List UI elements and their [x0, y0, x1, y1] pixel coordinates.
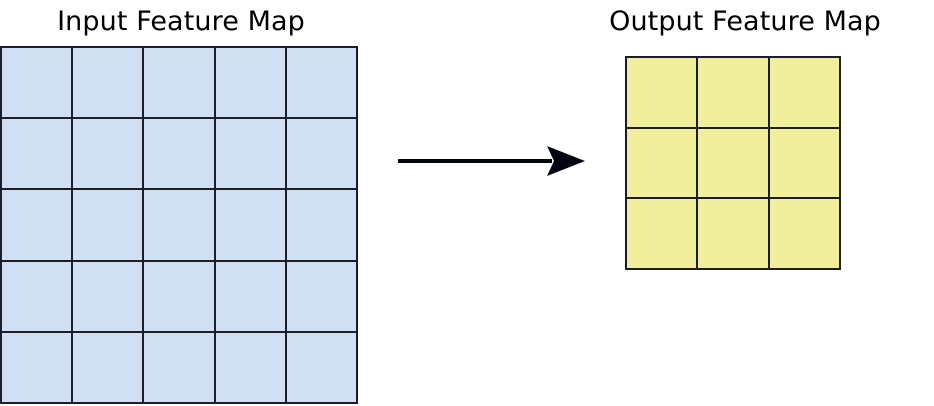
input-cell — [2, 261, 72, 331]
input-cell — [286, 332, 356, 402]
output-cell — [698, 58, 768, 127]
output-cell — [769, 58, 839, 127]
input-cell — [2, 48, 72, 118]
output-cell — [627, 199, 697, 268]
input-cell — [2, 332, 72, 402]
input-cell — [286, 119, 356, 189]
input-cell — [215, 190, 285, 260]
input-cell — [215, 332, 285, 402]
input-cell — [286, 48, 356, 118]
input-cell — [73, 190, 143, 260]
input-feature-map-grid — [0, 46, 358, 404]
output-cell — [698, 128, 768, 198]
arrow-head — [547, 146, 585, 176]
input-cell — [286, 261, 356, 331]
transform-arrow-icon — [398, 146, 585, 176]
input-cell — [2, 190, 72, 260]
output-cell — [769, 128, 839, 198]
output-feature-map-title: Output Feature Map — [609, 6, 881, 37]
input-cell — [144, 261, 214, 331]
output-cell — [627, 128, 697, 198]
input-cell — [144, 119, 214, 189]
output-cell — [627, 58, 697, 127]
input-cell — [215, 119, 285, 189]
input-cell — [73, 48, 143, 118]
input-cell — [73, 119, 143, 189]
input-cell — [215, 48, 285, 118]
input-cell — [286, 190, 356, 260]
input-cell — [73, 261, 143, 331]
output-cell — [769, 199, 839, 268]
input-cell — [73, 332, 143, 402]
output-feature-map-grid — [625, 56, 841, 270]
input-cell — [144, 48, 214, 118]
output-cell — [698, 199, 768, 268]
input-cell — [215, 261, 285, 331]
input-cell — [144, 190, 214, 260]
input-cell — [144, 332, 214, 402]
input-cell — [2, 119, 72, 189]
input-feature-map-title: Input Feature Map — [57, 6, 305, 37]
